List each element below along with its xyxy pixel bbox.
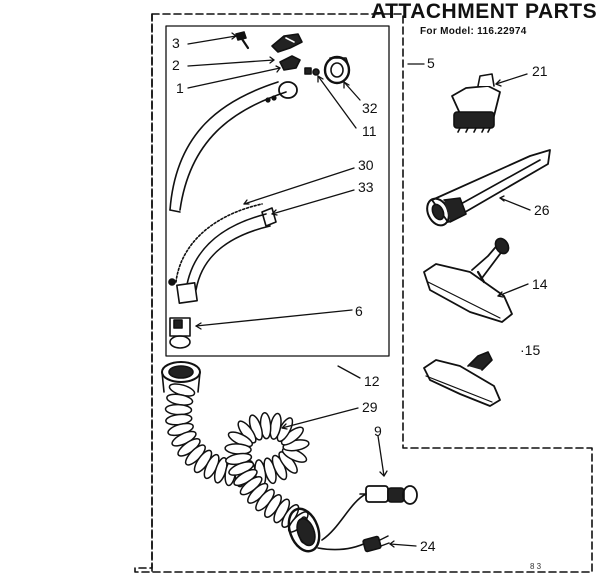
callout-33: 33 (358, 179, 374, 195)
floor-tool-part-14 (423, 237, 513, 323)
page-code: 8 3 (530, 562, 542, 571)
outer-boundary (134, 13, 593, 573)
upholstery-tool-part-15 (423, 351, 501, 407)
callout-5: 5 (427, 55, 435, 71)
wand-part-30 (168, 203, 277, 304)
collar-part-32 (323, 55, 351, 85)
callout-1: 1 (176, 80, 184, 96)
hose-cuff-part-12 (161, 361, 201, 393)
screw-part-3 (235, 31, 250, 50)
crevice-tool-part-26 (426, 149, 551, 227)
hose-ring (164, 403, 193, 416)
callout-6: 6 (355, 303, 363, 319)
callout-14: 14 (532, 276, 548, 292)
callout-15: ·15 (520, 342, 541, 358)
leader-lines (187, 32, 531, 548)
connector-part-6 (169, 317, 191, 349)
callout-24: 24 (420, 538, 436, 554)
model-subtitle: For Model: 116.22974 (420, 26, 527, 37)
diagram-title: ATTACHMENT PARTS (371, 0, 598, 23)
bracket-part (271, 33, 303, 53)
small-parts-11 (304, 67, 320, 76)
callout-29: 29 (362, 399, 378, 415)
hose-end-cuff (287, 507, 321, 553)
cord-line (321, 493, 367, 541)
dusting-brush-part-21 (451, 73, 501, 133)
callout-12: 12 (364, 373, 380, 389)
callout-30: 30 (358, 157, 374, 173)
callout-32: 32 (362, 100, 378, 116)
cord-line-2 (317, 541, 369, 551)
clip-part-2 (279, 55, 301, 71)
curved-wand (169, 81, 298, 213)
callout-2: 2 (172, 57, 180, 73)
cord-connector-part-9 (359, 485, 418, 505)
callout-21: 21 (532, 63, 548, 79)
callout-3: 3 (172, 35, 180, 51)
callout-26: 26 (534, 202, 550, 218)
inner-hose-box (165, 25, 390, 357)
callout-11: 11 (362, 123, 377, 139)
plug-part-24 (362, 535, 390, 553)
callout-9: 9 (374, 423, 382, 439)
